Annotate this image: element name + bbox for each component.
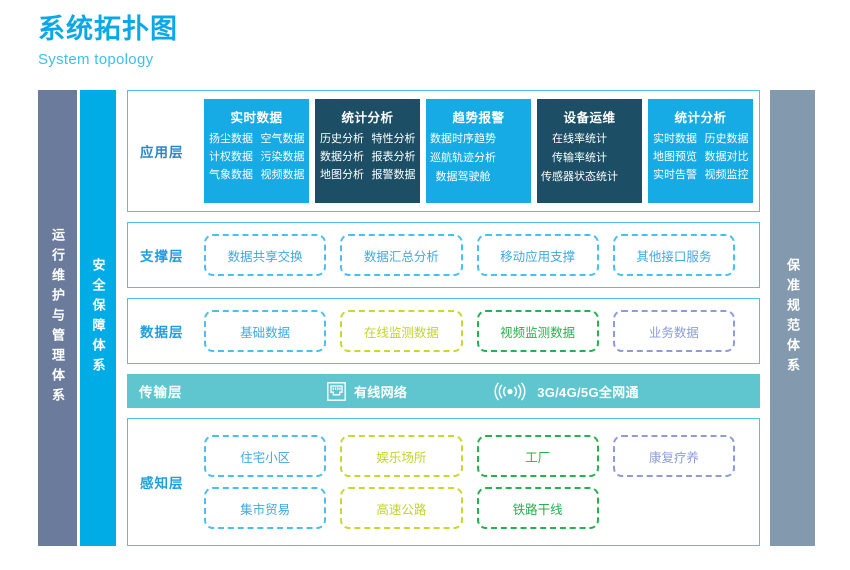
sidebar-security-assurance: 安全保障体系 bbox=[80, 90, 116, 546]
app-box-title: 统计分析 bbox=[341, 111, 394, 125]
data-layer-label: 数据层 bbox=[140, 325, 184, 340]
app-item[interactable]: 传感器状态统计 bbox=[541, 171, 618, 183]
app-item[interactable]: 气象数据 bbox=[209, 169, 253, 181]
app-item-list: 历史分析 特性分析 数据分析 报表分析 地图分析 报警数据 bbox=[315, 132, 420, 183]
app-item[interactable]: 传输率统计 bbox=[552, 152, 607, 164]
transmission-item-wireless-label: 3G/4G/5G全网通 bbox=[537, 384, 639, 400]
perception-layer-body: 住宅小区 娱乐场所 工厂 康复疗养 集市贸易 高速公路 铁路干线 bbox=[204, 419, 759, 545]
app-item[interactable]: 数据驾驶舱 bbox=[435, 171, 491, 183]
data-item-basic-data[interactable]: 基础数据 bbox=[204, 310, 327, 352]
application-layer-label: 应用层 bbox=[140, 145, 184, 160]
app-item[interactable]: 数据分析 bbox=[320, 151, 364, 163]
data-layer: 数据层 基础数据 在线监测数据 视频监测数据 业务数据 bbox=[127, 298, 760, 364]
perception-layer: 感知层 住宅小区 娱乐场所 工厂 康复疗养 集市贸易 高速公路 铁路干线 bbox=[127, 418, 760, 546]
app-item[interactable]: 实时数据 bbox=[653, 133, 697, 145]
perception-row-1: 住宅小区 娱乐场所 工厂 康复疗养 bbox=[204, 435, 735, 477]
app-item[interactable]: 报警数据 bbox=[371, 169, 416, 181]
app-box-statistical-analysis-2[interactable]: 统计分析 实时数据 历史数据 地图预览 数据对比 实时告警 视频监控 bbox=[648, 99, 753, 203]
app-item[interactable]: 特性分析 bbox=[371, 133, 416, 145]
app-box-title: 实时数据 bbox=[230, 111, 283, 125]
sidebar-standards-specification-label: 保准规范体系 bbox=[785, 258, 800, 378]
app-item[interactable]: 视频监控 bbox=[704, 169, 749, 181]
app-item[interactable]: 数据时序趋势 bbox=[430, 133, 496, 145]
ethernet-port-icon bbox=[327, 381, 346, 401]
data-layer-body: 基础数据 在线监测数据 视频监测数据 业务数据 bbox=[204, 299, 759, 363]
app-box-statistical-analysis-1[interactable]: 统计分析 历史分析 特性分析 数据分析 报表分析 地图分析 报警数据 bbox=[315, 99, 420, 203]
data-item-video-monitoring[interactable]: 视频监测数据 bbox=[476, 310, 599, 352]
transmission-layer-body: 有线网络 3G/4G/5G全网通 bbox=[203, 374, 760, 408]
perception-item-factory[interactable]: 工厂 bbox=[476, 435, 599, 477]
data-item-online-monitoring[interactable]: 在线监测数据 bbox=[340, 310, 463, 352]
perception-item-market[interactable]: 集市贸易 bbox=[204, 487, 327, 529]
app-item[interactable]: 报表分析 bbox=[371, 151, 416, 163]
app-box-trend-alarm[interactable]: 趋势报警 数据时序趋势 巡航轨迹分析 数据驾驶舱 bbox=[426, 99, 531, 203]
app-item[interactable]: 实时告警 bbox=[653, 169, 697, 181]
wireless-signal-icon bbox=[494, 382, 526, 400]
page-title: 系统拓扑图 bbox=[38, 14, 178, 44]
sidebar-standards-specification: 保准规范体系 bbox=[770, 90, 815, 546]
app-box-device-maintenance[interactable]: 设备运维 在线率统计 传输率统计 传感器状态统计 bbox=[537, 99, 642, 203]
support-layer-body: 数据共享交换 数据汇总分析 移动应用支撑 其他接口服务 bbox=[204, 223, 759, 287]
app-item[interactable]: 地图分析 bbox=[320, 169, 364, 181]
sidebar-security-assurance-label: 安全保障体系 bbox=[90, 258, 106, 378]
app-item[interactable]: 计权数据 bbox=[209, 151, 253, 163]
app-item-list: 在线率统计 传输率统计 传感器状态统计 bbox=[537, 132, 642, 185]
topology-diagram: 运行维护与管理体系 安全保障体系 保准规范体系 应用层 实时数据 扬尘数据 空气… bbox=[38, 90, 815, 546]
app-item[interactable]: 扬尘数据 bbox=[209, 133, 253, 145]
app-item[interactable]: 污染数据 bbox=[260, 151, 305, 163]
perception-row-2: 集市贸易 高速公路 铁路干线 bbox=[204, 487, 735, 529]
app-box-title: 趋势报警 bbox=[452, 111, 505, 125]
app-item[interactable]: 在线率统计 bbox=[552, 133, 607, 145]
perception-layer-label: 感知层 bbox=[140, 476, 184, 491]
support-item-mobile-app[interactable]: 移动应用支撑 bbox=[476, 234, 599, 276]
application-layer: 应用层 实时数据 扬尘数据 空气数据 计权数据 污染数据 气象数据 视频数据 bbox=[127, 90, 760, 212]
transmission-layer: 传输层 有线网络 bbox=[127, 374, 760, 408]
page-subtitle: System topology bbox=[38, 51, 154, 68]
support-item-data-aggregation[interactable]: 数据汇总分析 bbox=[340, 234, 463, 276]
page-header: 系统拓扑图 System topology bbox=[38, 12, 178, 72]
data-item-row: 基础数据 在线监测数据 视频监测数据 业务数据 bbox=[204, 299, 759, 363]
app-item[interactable]: 巡航轨迹分析 bbox=[430, 152, 496, 164]
transmission-item-wireless[interactable]: 3G/4G/5G全网通 bbox=[491, 382, 639, 401]
app-box-title: 统计分析 bbox=[674, 111, 727, 125]
sidebar-operations-management-label: 运行维护与管理体系 bbox=[50, 228, 65, 408]
app-item[interactable]: 数据对比 bbox=[704, 151, 749, 163]
perception-item-entertainment[interactable]: 娱乐场所 bbox=[340, 435, 463, 477]
support-item-other-interface[interactable]: 其他接口服务 bbox=[612, 234, 735, 276]
support-item-data-sharing[interactable]: 数据共享交换 bbox=[204, 234, 327, 276]
data-item-business-data[interactable]: 业务数据 bbox=[612, 310, 735, 352]
app-item[interactable]: 历史数据 bbox=[704, 133, 749, 145]
perception-item-residential[interactable]: 住宅小区 bbox=[204, 435, 327, 477]
perception-item-grid: 住宅小区 娱乐场所 工厂 康复疗养 集市贸易 高速公路 铁路干线 bbox=[204, 419, 759, 545]
support-item-row: 数据共享交换 数据汇总分析 移动应用支撑 其他接口服务 bbox=[204, 223, 759, 287]
application-box-row: 实时数据 扬尘数据 空气数据 计权数据 污染数据 气象数据 视频数据 统计分析 bbox=[204, 91, 759, 211]
transmission-item-row: 有线网络 3G/4G/5G全网通 bbox=[203, 374, 760, 408]
transmission-item-wired[interactable]: 有线网络 bbox=[327, 381, 408, 401]
perception-item-highway[interactable]: 高速公路 bbox=[340, 487, 463, 529]
support-layer: 支撑层 数据共享交换 数据汇总分析 移动应用支撑 其他接口服务 bbox=[127, 222, 760, 288]
app-item-list: 数据时序趋势 巡航轨迹分析 数据驾驶舱 bbox=[426, 132, 531, 185]
app-item[interactable]: 历史分析 bbox=[320, 133, 364, 145]
app-box-title: 设备运维 bbox=[563, 111, 616, 125]
transmission-item-wired-label: 有线网络 bbox=[354, 384, 408, 400]
support-layer-label: 支撑层 bbox=[140, 249, 184, 264]
sidebar-operations-management: 运行维护与管理体系 bbox=[38, 90, 77, 546]
app-item[interactable]: 空气数据 bbox=[260, 133, 305, 145]
app-item[interactable]: 地图预览 bbox=[653, 151, 697, 163]
app-item-list: 扬尘数据 空气数据 计权数据 污染数据 气象数据 视频数据 bbox=[204, 132, 309, 183]
layer-stack: 应用层 实时数据 扬尘数据 空气数据 计权数据 污染数据 气象数据 视频数据 bbox=[127, 90, 760, 546]
app-item[interactable]: 视频数据 bbox=[260, 169, 305, 181]
app-item-list: 实时数据 历史数据 地图预览 数据对比 实时告警 视频监控 bbox=[648, 132, 753, 183]
app-box-realtime-data[interactable]: 实时数据 扬尘数据 空气数据 计权数据 污染数据 气象数据 视频数据 bbox=[204, 99, 309, 203]
transmission-layer-label: 传输层 bbox=[139, 385, 183, 400]
application-layer-body: 实时数据 扬尘数据 空气数据 计权数据 污染数据 气象数据 视频数据 统计分析 bbox=[204, 91, 759, 211]
perception-item-railway[interactable]: 铁路干线 bbox=[476, 487, 599, 529]
perception-item-rehabilitation[interactable]: 康复疗养 bbox=[612, 435, 735, 477]
